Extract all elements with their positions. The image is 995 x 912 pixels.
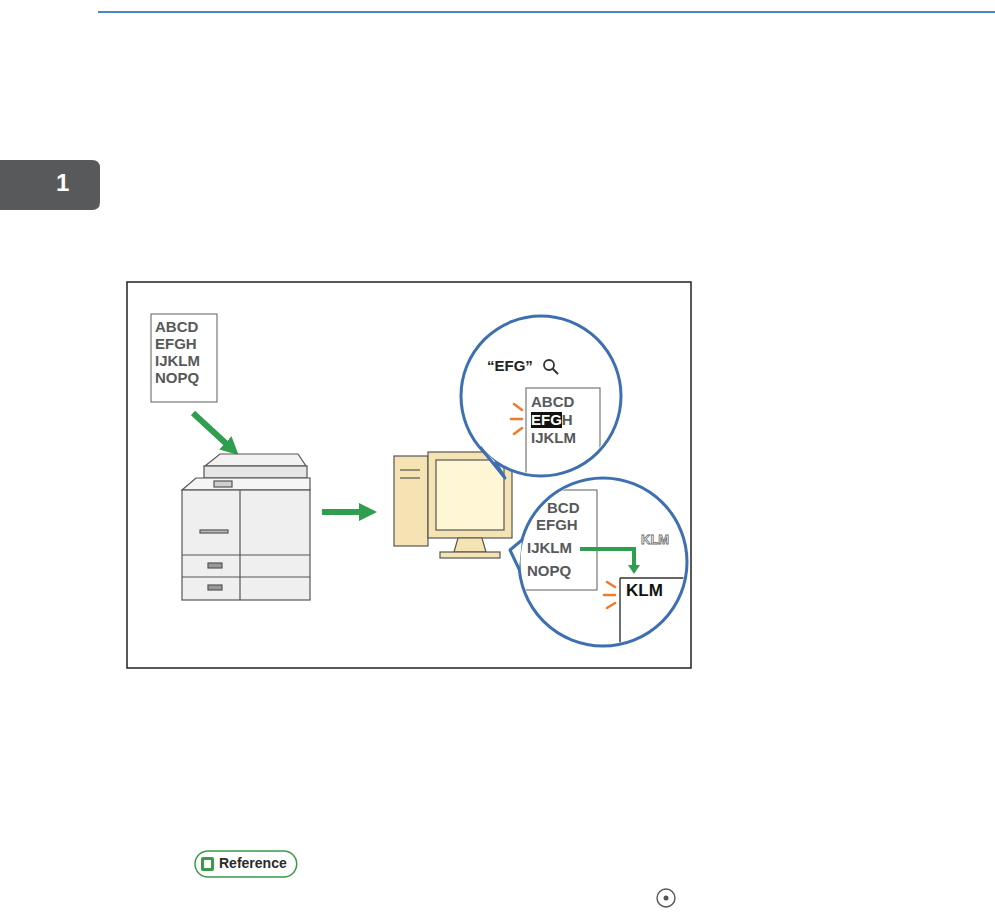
- copy-bubble-part: [580, 549, 634, 566]
- multifunction-printer-part: [208, 563, 222, 568]
- document-text: IJKLM: [155, 353, 200, 369]
- multifunction-printer-part: [239, 490, 240, 600]
- copy-bubble-part: [510, 540, 522, 569]
- copy-bubble-part-part: [500, 490, 597, 590]
- copy-bubble-part-part: [607, 603, 615, 608]
- multifunction-printer-part: [200, 530, 228, 533]
- chapter-tab-part: [0, 160, 100, 210]
- search-bubble-part: [553, 369, 559, 375]
- computer-part: [400, 469, 420, 470]
- reference-badge-part: [204, 860, 211, 868]
- search-bubble-part-part: [514, 428, 522, 434]
- document-text: ABCD: [155, 319, 198, 335]
- multifunction-printer-part: [205, 454, 306, 466]
- search-bubble-part-part: [514, 404, 522, 410]
- search-bubble-part: [480, 447, 505, 478]
- page-rule: [98, 12, 995, 13]
- document-text: BCD: [547, 500, 580, 516]
- copy-bubble-part-part: [619, 578, 620, 660]
- multifunction-printer-part: [182, 554, 310, 555]
- document-text: H: [562, 412, 573, 428]
- copy-bubble-part-part: [604, 594, 615, 597]
- search-bubble-part-part: [511, 418, 522, 421]
- disc-icon: [657, 889, 675, 907]
- page-rule-part: [98, 11, 995, 13]
- copy-bubble-part: [628, 565, 640, 574]
- pasted-text: KLM: [626, 582, 663, 600]
- multifunction-printer-part: [214, 481, 232, 487]
- computer: [394, 452, 512, 558]
- search-bubble: [461, 316, 621, 500]
- reference-label: Reference: [219, 856, 287, 871]
- computer-part: [400, 477, 420, 478]
- original-sheet-part: [151, 314, 217, 402]
- flow-arrow-part: [322, 509, 368, 515]
- document-text: EFGH: [536, 517, 578, 533]
- search-bubble-part: [511, 404, 522, 434]
- chapter-tab: [0, 160, 100, 210]
- computer-part: [440, 552, 500, 558]
- reference-badge-part: [201, 857, 214, 871]
- chapter-number: 1: [56, 170, 69, 195]
- computer-part: [394, 456, 428, 546]
- computer-part: [454, 538, 486, 552]
- copy-bubble-part-part: [607, 582, 615, 587]
- multifunction-printer-part: [204, 466, 307, 478]
- document-text: NOPQ: [527, 563, 571, 579]
- highlighted-text: EFG: [531, 412, 562, 428]
- flow-arrow-part: [193, 413, 232, 449]
- reference-badge-part: [195, 851, 297, 877]
- search-bubble-part: [480, 447, 505, 478]
- copy-bubble-part-part: [620, 577, 700, 578]
- figure-frame: [127, 282, 691, 668]
- multifunction-printer-part: [182, 490, 310, 600]
- copy-bubble-part: [500, 490, 700, 660]
- document-text: ABCD: [531, 394, 574, 410]
- copy-bubble: [500, 478, 700, 660]
- multifunction-printer-part: [208, 585, 222, 590]
- disc-icon-part: [657, 889, 675, 907]
- document-text: IJKLM: [531, 430, 576, 446]
- document-text: NOPQ: [155, 370, 199, 386]
- reference-badge: [195, 851, 297, 877]
- copied-text: KLM: [641, 533, 669, 547]
- multifunction-printer-part: [182, 478, 310, 490]
- search-term: “EFG”: [487, 358, 533, 374]
- original-sheet: [151, 314, 217, 402]
- copy-bubble-part: [604, 582, 615, 608]
- multifunction-printer-part: [182, 576, 310, 577]
- document-text: IJKLM: [527, 540, 572, 556]
- computer-part: [436, 460, 504, 530]
- copy-bubble-part: [510, 540, 522, 569]
- document-text: EFGH: [155, 336, 197, 352]
- figure-frame-part: [127, 282, 691, 668]
- disc-icon-part: [664, 896, 669, 901]
- multifunction-printer: [182, 454, 310, 600]
